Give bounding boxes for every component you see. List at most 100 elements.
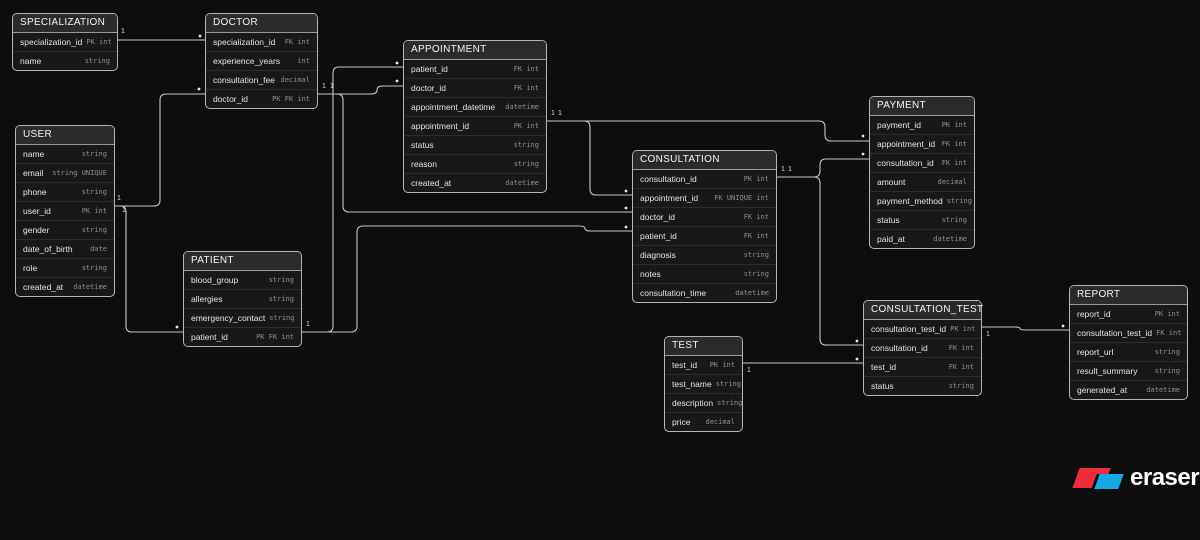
relationship-patient-patient-id-to-consultation-patient-id[interactable]: [302, 225, 632, 333]
cardinality-many-marker: [1061, 324, 1065, 328]
field-name: consultation_test_id: [871, 324, 947, 334]
field-type: int: [297, 57, 310, 65]
cardinality-one-label: 1: [322, 83, 326, 90]
field-row[interactable]: date_of_birth date: [16, 239, 114, 258]
field-name: name: [23, 149, 45, 159]
cardinality-one-label: 1: [306, 321, 310, 328]
relationship-consultation-test-consultation-test-id-to-report-consultation-test-id[interactable]: [982, 326, 1069, 331]
field-name: specialization_id: [213, 37, 276, 47]
cardinality-one-label: 1: [747, 367, 751, 374]
relationship-appointment-appointment-id-to-payment-appointment-id[interactable]: [547, 120, 869, 142]
relationship-consultation-consultation-id-to-consultation-test-consultation-id[interactable]: [777, 176, 863, 346]
field-name: date_of_birth: [23, 244, 73, 254]
relationship-consultation-consultation-id-to-payment-consultation-id[interactable]: [777, 158, 869, 178]
relationship-doctor-doctor-id-to-consultation-doctor-id[interactable]: [318, 93, 632, 213]
eraser-logo[interactable]: eraser: [1072, 464, 1200, 492]
field-type: date: [90, 245, 107, 253]
field-type: string: [715, 380, 741, 388]
field-type: decimal: [705, 418, 735, 426]
relationship-user-user-id-to-patient-patient-id[interactable]: [115, 205, 183, 333]
field-name: consultation_id: [871, 343, 928, 353]
field-type: FK int: [743, 232, 769, 240]
field-type: string: [81, 264, 107, 272]
relationship-doctor-doctor-id-to-appointment-doctor-id[interactable]: [318, 85, 403, 95]
relationship-appointment-appointment-id-to-consultation-appointment-id[interactable]: [547, 120, 632, 196]
field-name: diagnosis: [640, 250, 676, 260]
cardinality-many-marker: [624, 189, 628, 193]
field-name: created_at: [23, 282, 64, 292]
field-name: test_id: [672, 360, 698, 370]
entity-title: USER: [16, 126, 114, 145]
cardinality-many-marker: [198, 34, 202, 38]
field-type: string: [1154, 367, 1180, 375]
entity-title: APPOINTMENT: [404, 41, 546, 60]
field-name: paid_at: [877, 234, 905, 244]
relationship-user-user-id-to-doctor-doctor-id[interactable]: [115, 93, 205, 207]
field-type: string: [81, 226, 107, 234]
